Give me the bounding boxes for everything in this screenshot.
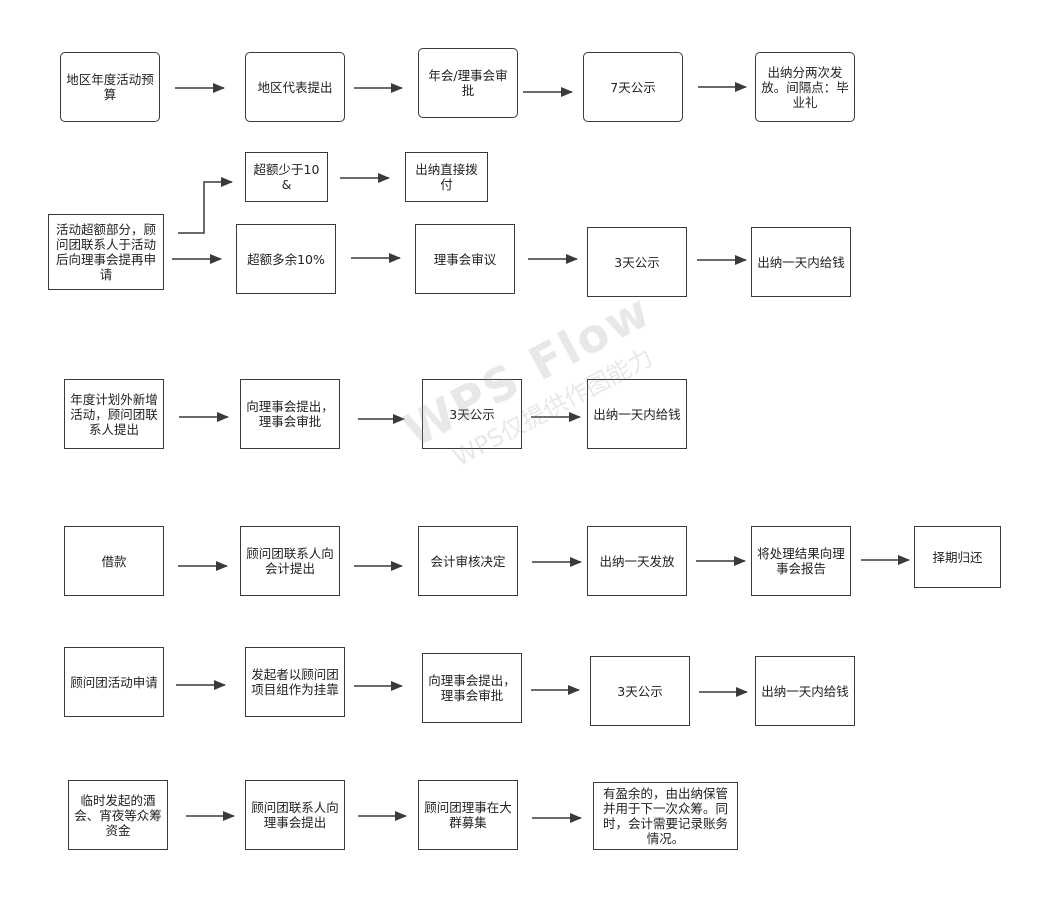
node-r3d[interactable]: 出纳一天内给钱 [587,379,687,449]
node-r1a[interactable]: 地区年度活动预算 [60,52,160,122]
node-r5d[interactable]: 3天公示 [590,656,690,726]
node-r4d[interactable]: 出纳一天发放 [587,526,687,596]
node-r4c[interactable]: 会计审核决定 [418,526,518,596]
node-r2b[interactable]: 超额少于10& [245,152,328,202]
node-r5c[interactable]: 向理事会提出，理事会审批 [422,653,522,723]
node-r1e[interactable]: 出纳分两次发放。间隔点：毕业礼 [755,52,855,122]
node-r3b[interactable]: 向理事会提出，理事会审批 [240,379,340,449]
node-r1b[interactable]: 地区代表提出 [245,52,345,122]
node-r1d[interactable]: 7天公示 [583,52,683,122]
node-r4b[interactable]: 顾问团联系人向会计提出 [240,526,340,596]
node-r1c[interactable]: 年会/理事会审批 [418,48,518,118]
node-r6b[interactable]: 顾问团联系人向理事会提出 [245,780,345,850]
node-r5e[interactable]: 出纳一天内给钱 [755,656,855,726]
node-r4a[interactable]: 借款 [64,526,164,596]
node-r3c[interactable]: 3天公示 [422,379,522,449]
node-r2e[interactable]: 理事会审议 [415,224,515,294]
node-r6d[interactable]: 有盈余的，由出纳保管并用于下一次众筹。同时，会计需要记录账务情况。 [593,782,738,850]
node-r6c[interactable]: 顾问团理事在大群募集 [418,780,518,850]
node-r2g[interactable]: 出纳一天内给钱 [751,227,851,297]
node-r6a[interactable]: 临时发起的酒会、宵夜等众筹资金 [68,780,168,850]
node-r2a[interactable]: 活动超额部分，顾问团联系人于活动后向理事会提再申请 [48,214,164,290]
node-r2d[interactable]: 超额多余10% [236,224,336,294]
node-r2f[interactable]: 3天公示 [587,227,687,297]
node-r5a[interactable]: 顾问团活动申请 [64,647,164,717]
node-r5b[interactable]: 发起者以顾问团项目组作为挂靠 [245,647,345,717]
arrow-r2a-to-r2b [178,177,233,234]
node-r4e[interactable]: 将处理结果向理事会报告 [751,526,851,596]
node-r3a[interactable]: 年度计划外新增活动，顾问团联系人提出 [64,379,164,449]
node-r4f[interactable]: 择期归还 [914,526,1001,588]
node-r2c[interactable]: 出纳直接拨付 [405,152,488,202]
